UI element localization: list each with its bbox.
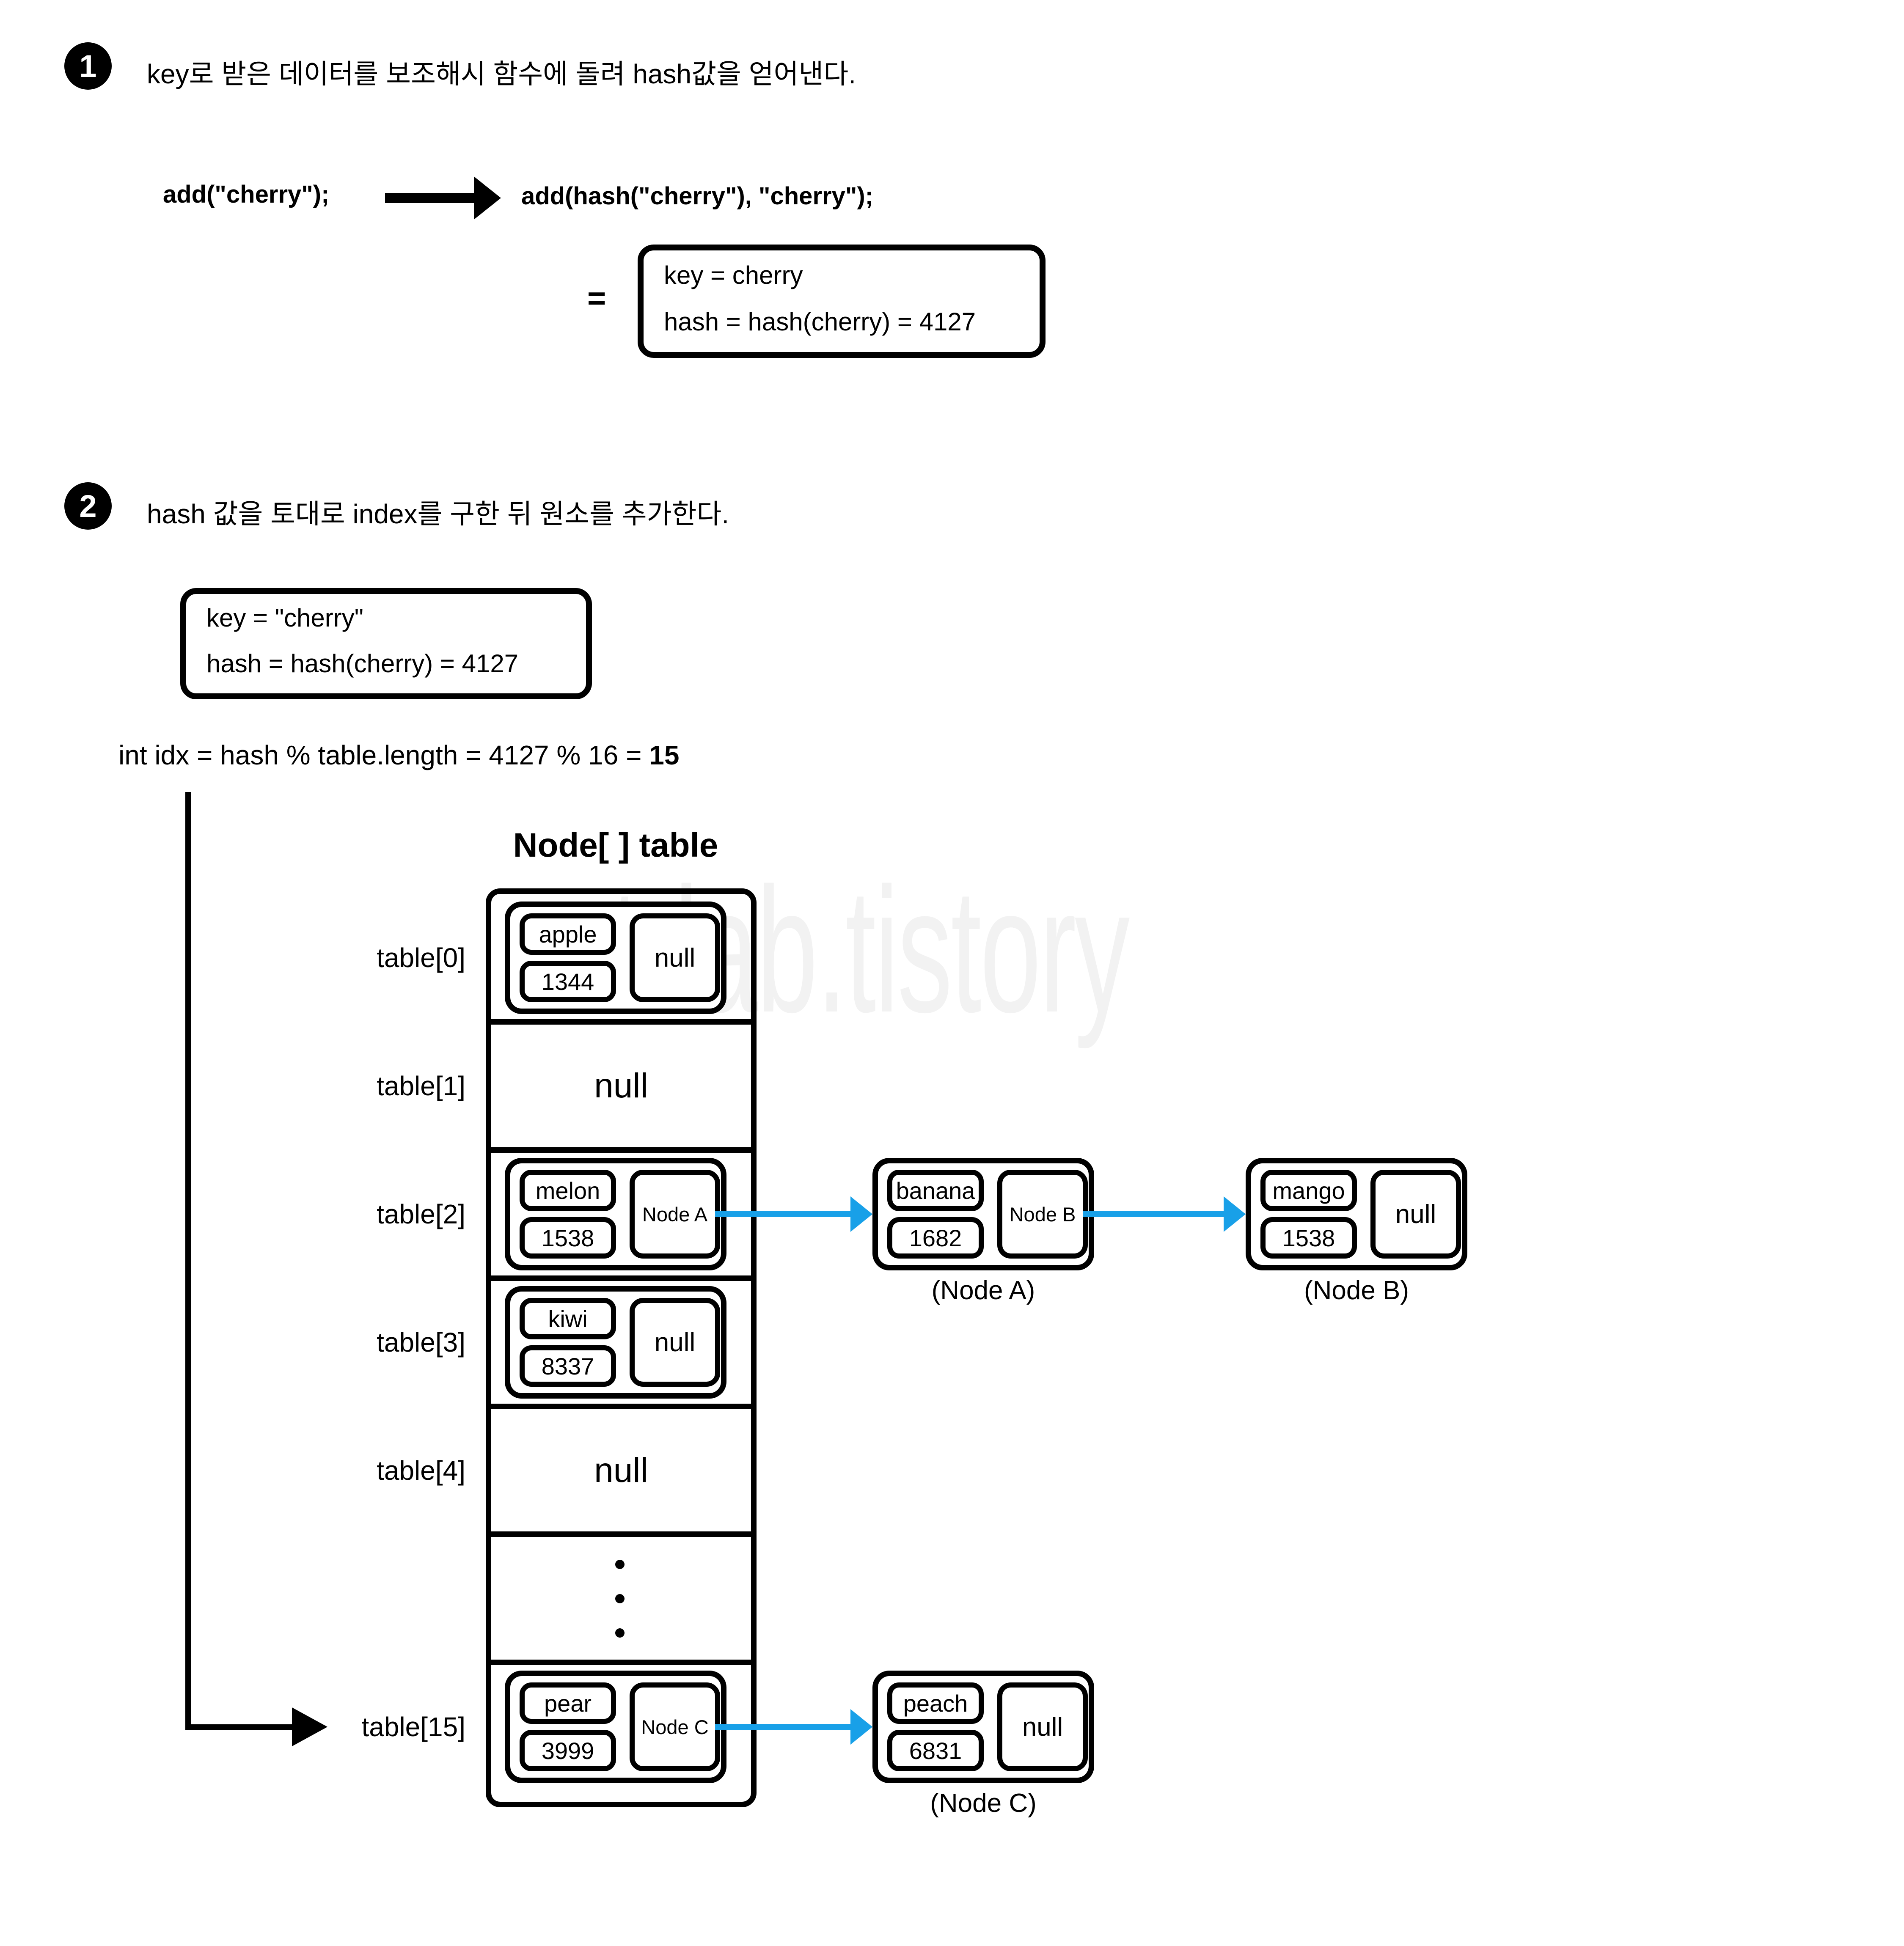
step2-number: 2 bbox=[79, 488, 97, 524]
table-row-3-node: kiwi 8337 null bbox=[505, 1286, 726, 1399]
index-formula: int idx = hash % table.length = 4127 % 1… bbox=[118, 739, 679, 771]
node-next: Node A bbox=[630, 1170, 720, 1259]
row-label-2: table[2] bbox=[377, 1199, 465, 1229]
step2-key-line: key = "cherry" bbox=[206, 604, 364, 632]
table-row-1-null: null bbox=[594, 1066, 648, 1105]
row-label-4: table[4] bbox=[377, 1455, 465, 1486]
ellipsis-dot bbox=[615, 1594, 625, 1603]
node-array-table: apple 1344 null null melon 1538 Node A k… bbox=[486, 888, 757, 1807]
step1-number-badge: 1 bbox=[64, 42, 112, 90]
step2-title: hash 값을 토대로 index를 구한 뒤 원소를 추가한다. bbox=[147, 499, 729, 529]
node-key: pear bbox=[520, 1682, 616, 1724]
node-hash: 1682 bbox=[887, 1217, 984, 1259]
step1-call-code: add("cherry"); bbox=[163, 181, 330, 208]
idx-arrow-horizontal-line bbox=[185, 1724, 292, 1730]
node-key: banana bbox=[887, 1170, 984, 1211]
index-formula-result: 15 bbox=[649, 740, 680, 770]
pointer-arrow-shaft-to-node-c bbox=[715, 1724, 851, 1730]
node-c-caption: (Node C) bbox=[930, 1789, 1037, 1818]
table-row-2-node: melon 1538 Node A bbox=[505, 1158, 726, 1270]
row-label-15: table[15] bbox=[361, 1712, 465, 1742]
step1-expanded-code: add(hash("cherry"), "cherry"); bbox=[521, 182, 873, 210]
step1-equals-sign: = bbox=[587, 280, 606, 316]
row-divider bbox=[491, 1660, 751, 1665]
pointer-arrow-shaft-to-node-b bbox=[1083, 1211, 1224, 1217]
step1-number: 1 bbox=[79, 48, 97, 84]
node-hash: 1538 bbox=[520, 1217, 616, 1259]
row-label-0: table[0] bbox=[377, 943, 465, 973]
external-node-a: banana 1682 Node B bbox=[872, 1158, 1094, 1270]
node-key: apple bbox=[520, 913, 616, 955]
row-divider bbox=[491, 1275, 751, 1281]
pointer-arrow-head-to-node-a-icon bbox=[850, 1196, 872, 1232]
row-divider bbox=[491, 1147, 751, 1153]
step2-keyhash-box: key = "cherry" hash = hash(cherry) = 412… bbox=[180, 588, 592, 699]
row-label-1: table[1] bbox=[377, 1071, 465, 1101]
step1-key-line: key = cherry bbox=[664, 261, 803, 289]
step1-hash-line: hash = hash(cherry) = 4127 bbox=[664, 308, 976, 336]
table-row-0-node: apple 1344 null bbox=[505, 902, 726, 1014]
row-divider bbox=[491, 1531, 751, 1537]
node-key: peach bbox=[887, 1682, 984, 1724]
node-hash: 6831 bbox=[887, 1730, 984, 1771]
row-divider bbox=[491, 1404, 751, 1409]
pointer-arrow-shaft-to-node-a bbox=[715, 1211, 851, 1217]
node-hash: 1344 bbox=[520, 961, 616, 1002]
row-divider bbox=[491, 1019, 751, 1025]
node-key: melon bbox=[520, 1170, 616, 1211]
ellipsis-dot bbox=[615, 1628, 625, 1638]
node-key: mango bbox=[1260, 1170, 1357, 1211]
step1-arrow-shaft bbox=[385, 193, 475, 203]
node-next: null bbox=[997, 1682, 1088, 1771]
ellipsis-dot bbox=[615, 1560, 625, 1569]
table-row-15-node: pear 3999 Node C bbox=[505, 1671, 726, 1783]
pointer-arrow-head-to-node-b-icon bbox=[1224, 1196, 1246, 1232]
pointer-arrow-head-to-node-c-icon bbox=[850, 1709, 872, 1745]
idx-arrow-vertical-line bbox=[185, 792, 191, 1730]
node-next: null bbox=[630, 1298, 720, 1387]
node-a-caption: (Node A) bbox=[931, 1276, 1035, 1305]
node-hash: 8337 bbox=[520, 1345, 616, 1387]
node-next: Node B bbox=[997, 1170, 1088, 1259]
row-label-3: table[3] bbox=[377, 1327, 465, 1358]
step2-hash-line: hash = hash(cherry) = 4127 bbox=[206, 649, 519, 678]
table-row-4-null: null bbox=[594, 1451, 648, 1490]
external-node-c: peach 6831 null bbox=[872, 1671, 1094, 1783]
node-key: kiwi bbox=[520, 1298, 616, 1339]
node-next: Node C bbox=[630, 1682, 720, 1771]
step1-title: key로 받은 데이터를 보조해시 함수에 돌려 hash값을 얻어낸다. bbox=[147, 59, 856, 89]
idx-arrow-head-icon bbox=[292, 1707, 327, 1746]
node-hash: 3999 bbox=[520, 1730, 616, 1771]
node-hash: 1538 bbox=[1260, 1217, 1357, 1259]
step1-result-box: key = cherry hash = hash(cherry) = 4127 bbox=[638, 245, 1046, 358]
table-title: Node[ ] table bbox=[513, 826, 718, 864]
node-next: null bbox=[630, 913, 720, 1002]
node-next: null bbox=[1370, 1170, 1461, 1259]
node-b-caption: (Node B) bbox=[1304, 1276, 1409, 1305]
step1-arrow-head-icon bbox=[474, 176, 501, 220]
external-node-b: mango 1538 null bbox=[1246, 1158, 1467, 1270]
index-formula-prefix: int idx = hash % table.length = 4127 % 1… bbox=[118, 740, 649, 770]
step2-number-badge: 2 bbox=[64, 482, 112, 530]
